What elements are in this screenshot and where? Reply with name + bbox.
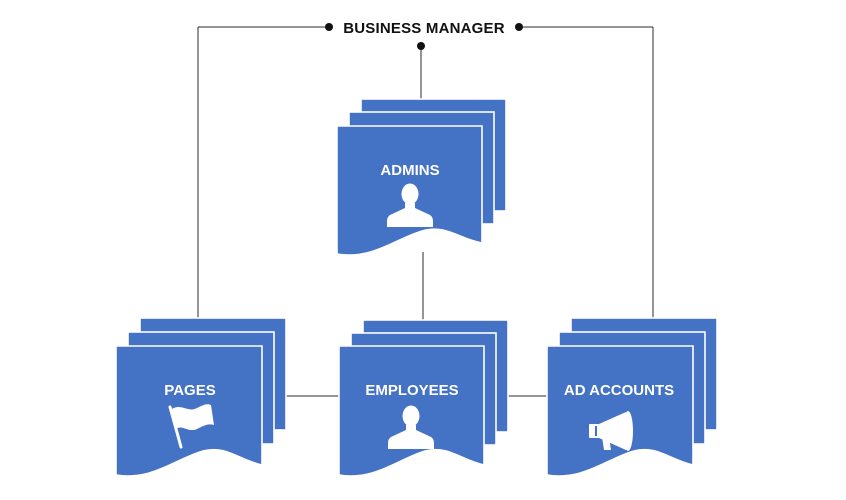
connector-dot-bottom (417, 42, 425, 50)
adaccounts-sheet-front (546, 345, 694, 477)
connectors (197, 23, 654, 397)
connector-dot-right (515, 23, 523, 31)
connector-dot-left (325, 23, 333, 31)
megaphone-bell (623, 411, 633, 451)
adaccounts-megaphone-icon (589, 411, 633, 451)
node-employees: EMPLOYEES (338, 319, 509, 477)
admins-label: ADMINS (380, 162, 439, 179)
node-ad-accounts: AD ACCOUNTS (546, 317, 718, 477)
root-title: BUSINESS MANAGER (343, 20, 505, 37)
node-pages: PAGES (115, 317, 287, 477)
megaphone-mouthpiece (589, 424, 599, 438)
megaphone-stripe (595, 426, 597, 436)
pages-label: PAGES (164, 382, 215, 399)
pages-flag-icon (168, 404, 214, 449)
employees-label: EMPLOYEES (365, 382, 458, 399)
node-admins: ADMINS (336, 98, 507, 256)
flag-cloth (172, 404, 214, 431)
megaphone-handle (602, 437, 611, 450)
adaccounts-label: AD ACCOUNTS (564, 382, 674, 399)
flag-pole (168, 405, 183, 449)
